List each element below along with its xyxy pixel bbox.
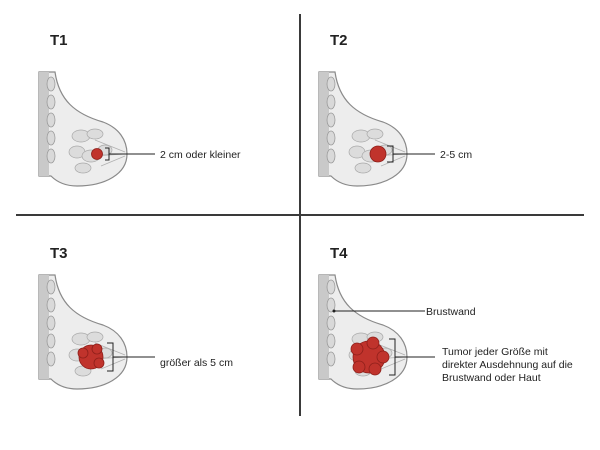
breast-illustration-t2 [318, 71, 435, 187]
breast-anatomy [38, 274, 128, 390]
panel-t3: T3 größer als 5 cm [0, 225, 300, 450]
panel-t2: T2 2-5 cm [300, 0, 600, 225]
chest-wall-label: Brustwand [426, 306, 476, 318]
breast-illustration-t1 [38, 71, 155, 187]
size-label-t1: 2 cm oder kleiner [160, 149, 241, 161]
horizontal-divider [16, 214, 584, 216]
breast-anatomy [38, 71, 128, 187]
tumor-shape [91, 148, 103, 160]
panel-t1: T1 2 cm oder kleiner [0, 0, 300, 225]
tumor-shape [77, 343, 105, 370]
size-label-t4: Tumor jeder Größe mit direkter Ausdehnun… [442, 346, 573, 384]
breast-illustration-t3 [38, 274, 155, 390]
size-label-t3: größer als 5 cm [160, 357, 233, 369]
breast-anatomy [318, 71, 408, 187]
tumor-shape [350, 336, 390, 376]
stage-title-t3: T3 [50, 245, 68, 262]
tumor-shape [369, 145, 387, 163]
stage-title-t1: T1 [50, 32, 68, 49]
stage-title-t4: T4 [330, 245, 348, 262]
size-label-t2: 2-5 cm [440, 149, 473, 161]
size-bracket [107, 342, 155, 372]
panel-t4: T4 Brustwand Tumor jeder Größe [300, 225, 600, 450]
stage-title-t2: T2 [330, 32, 348, 49]
breast-illustration-t4 [318, 274, 435, 390]
size-bracket [389, 338, 435, 376]
size-bracket [105, 147, 155, 161]
size-bracket [387, 145, 435, 163]
